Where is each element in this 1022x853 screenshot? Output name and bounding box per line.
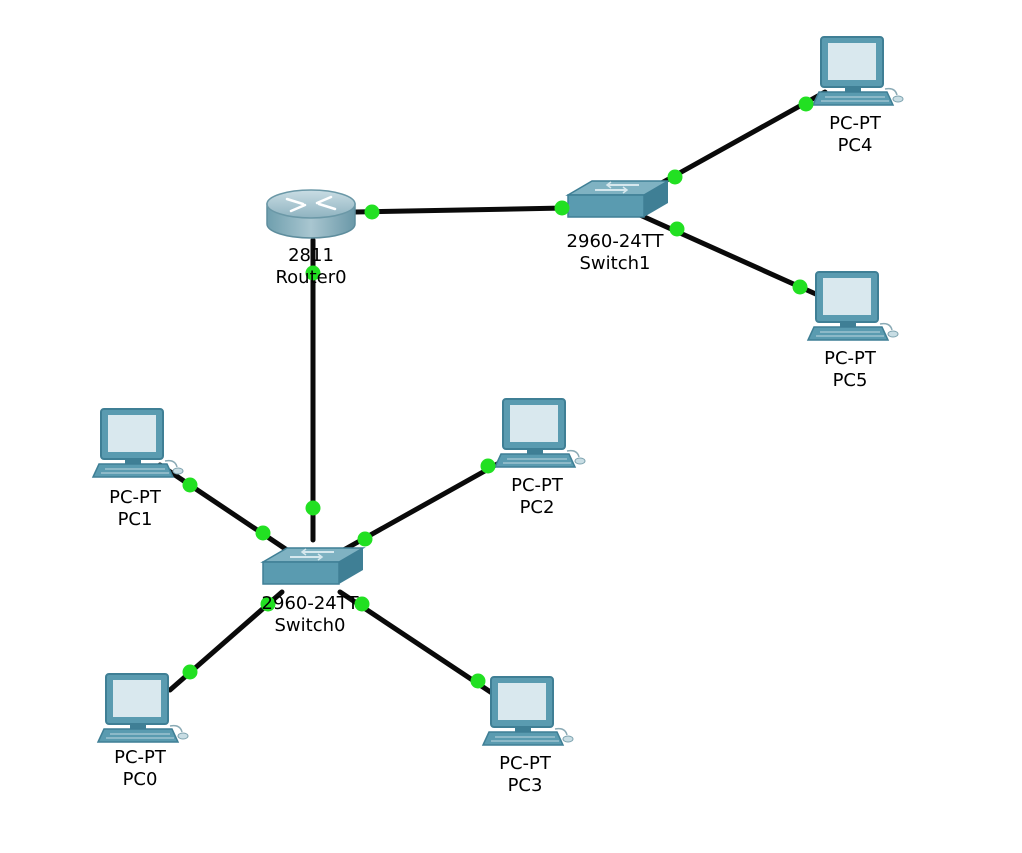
port-status-indicator (792, 279, 808, 295)
pc-icon[interactable] (96, 673, 189, 743)
port-status-indicator (305, 500, 321, 516)
device-name: PC5 (832, 370, 868, 391)
device-model: PC-PT (114, 747, 166, 768)
port-status-indicator (305, 265, 321, 281)
link-switch1-pc4[interactable] (637, 89, 828, 198)
link-switch1-pc5[interactable] (637, 212, 821, 298)
port-status-indicator (554, 200, 570, 216)
device-name: PC4 (837, 135, 873, 156)
device-name: Router0 (275, 267, 347, 288)
device-name: Switch1 (579, 253, 651, 274)
pc-icon[interactable] (811, 36, 904, 106)
port-status-indicator (667, 169, 683, 185)
port-status-indicator (364, 204, 380, 220)
pc-icon[interactable] (493, 398, 586, 468)
device-name: PC2 (519, 497, 555, 518)
port-status-indicator (260, 596, 276, 612)
device-model: PC-PT (511, 475, 563, 496)
switch-icon[interactable] (565, 180, 671, 218)
device-model: 2960-24TT (566, 231, 664, 252)
port-status-indicator (182, 664, 198, 680)
port-status-indicator (357, 531, 373, 547)
switch-icon[interactable] (260, 547, 366, 585)
port-status-indicator (255, 525, 271, 541)
device-model: PC-PT (824, 348, 876, 369)
device-model: PC-PT (109, 487, 161, 508)
device-model: 2960-24TT (261, 593, 359, 614)
router-icon[interactable] (266, 189, 356, 239)
link-switch0-pc1[interactable] (157, 462, 293, 555)
device-name: PC0 (122, 769, 158, 790)
port-status-indicator (480, 458, 496, 474)
pc-icon[interactable] (481, 676, 574, 746)
port-status-indicator (470, 673, 486, 689)
device-model: PC-PT (829, 113, 881, 134)
pc-icon[interactable] (806, 271, 899, 341)
device-model: 2811 (288, 245, 334, 266)
port-status-indicator (182, 477, 198, 493)
port-status-indicator (798, 96, 814, 112)
pc-icon[interactable] (91, 408, 184, 478)
device-name: PC3 (507, 775, 543, 796)
link-router0-switch1[interactable] (352, 205, 568, 215)
device-name: PC1 (117, 509, 153, 530)
port-status-indicator (669, 221, 685, 237)
device-name: Switch0 (274, 615, 346, 636)
device-model: PC-PT (499, 753, 551, 774)
port-status-indicator (354, 596, 370, 612)
